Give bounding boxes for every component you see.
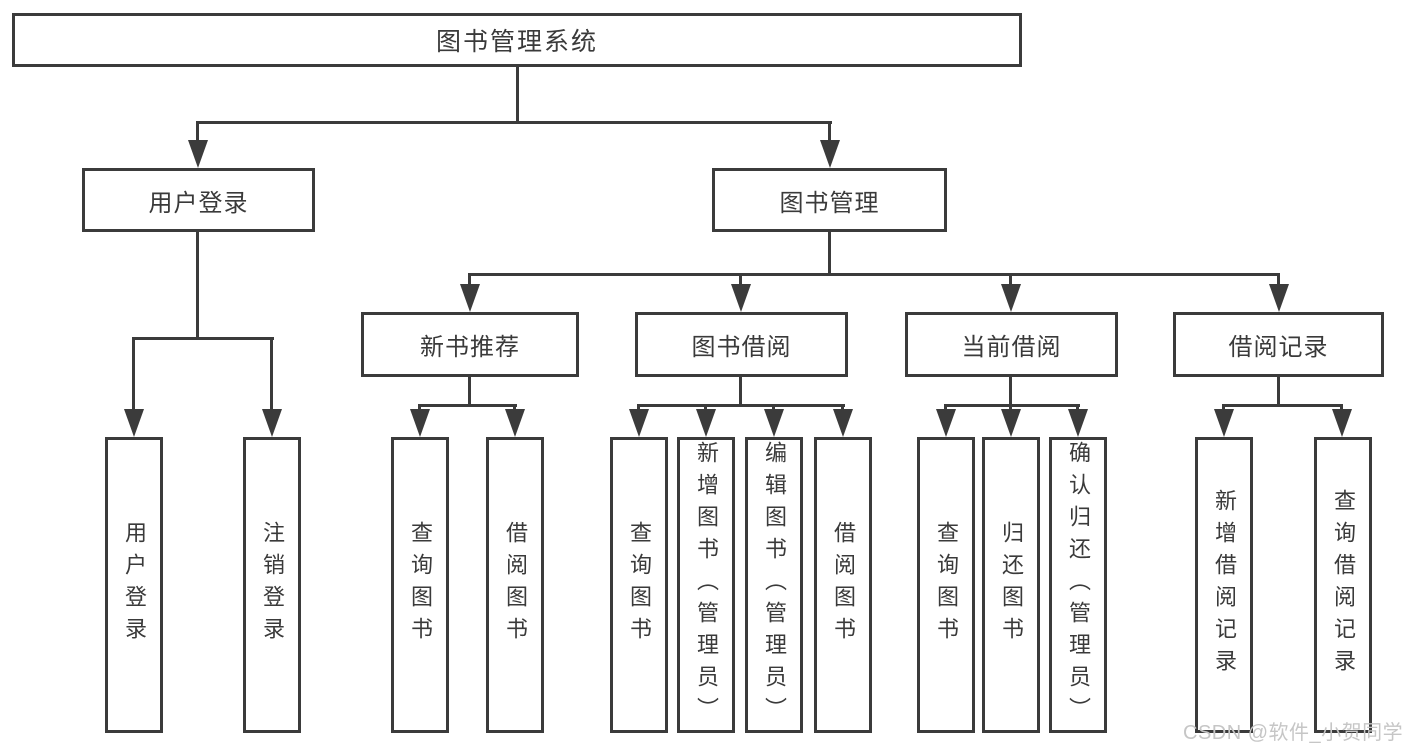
csdn-watermark: CSDN @软件_小贺同学 (1183, 722, 1404, 744)
arrow-down-icon (1332, 409, 1352, 437)
leaf-query-books-borrow: 查询图书 (610, 437, 668, 733)
connector (468, 273, 1280, 276)
leaf-borrow-books: 借阅图书 (814, 437, 872, 733)
arrow-down-icon (460, 284, 480, 312)
connector (132, 337, 274, 340)
leaf-logout: 注销登录 (243, 437, 301, 733)
connector (418, 404, 517, 407)
connector (468, 377, 471, 406)
arrow-down-icon (188, 140, 208, 168)
connector (1277, 377, 1280, 406)
leaf-borrow-books-recommend: 借阅图书 (486, 437, 544, 733)
leaf-query-books-recommend: 查询图书 (391, 437, 449, 733)
node-new-book-recommend: 新书推荐 (361, 312, 579, 377)
arrow-down-icon (820, 140, 840, 168)
connector (944, 404, 1080, 407)
connector (196, 121, 199, 151)
arrow-down-icon (505, 409, 525, 437)
connector (1277, 273, 1280, 287)
arrow-down-icon (731, 284, 751, 312)
arrow-down-icon (262, 409, 282, 437)
arrow-down-icon (1001, 409, 1021, 437)
node-library-management-system: 图书管理系统 (12, 13, 1022, 67)
arrow-down-icon (764, 409, 784, 437)
arrow-down-icon (833, 409, 853, 437)
connector (132, 337, 135, 419)
node-user-login: 用户登录 (82, 168, 315, 232)
connector (828, 232, 831, 275)
connector (196, 232, 199, 338)
connector (828, 121, 831, 151)
arrow-down-icon (1068, 409, 1088, 437)
leaf-edit-books-admin: 编辑图书（管理员） (745, 437, 803, 733)
node-book-borrow: 图书借阅 (635, 312, 848, 377)
arrow-down-icon (1214, 409, 1234, 437)
connector (637, 404, 845, 407)
connector (1009, 273, 1012, 287)
connector (739, 273, 742, 287)
leaf-return-books: 归还图书 (982, 437, 1040, 733)
arrow-down-icon (124, 409, 144, 437)
leaf-add-borrow-record: 新增借阅记录 (1195, 437, 1253, 733)
connector (468, 273, 471, 287)
node-borrow-records: 借阅记录 (1173, 312, 1384, 377)
leaf-confirm-return-admin: 确认归还（管理员） (1049, 437, 1107, 733)
arrow-down-icon (410, 409, 430, 437)
connector (1009, 377, 1012, 406)
arrow-down-icon (696, 409, 716, 437)
leaf-query-books-current: 查询图书 (917, 437, 975, 733)
connector (739, 377, 742, 406)
arrow-down-icon (1001, 284, 1021, 312)
arrow-down-icon (936, 409, 956, 437)
leaf-query-borrow-record: 查询借阅记录 (1314, 437, 1372, 733)
connector (270, 337, 273, 419)
node-current-borrow: 当前借阅 (905, 312, 1118, 377)
arrow-down-icon (1269, 284, 1289, 312)
leaf-add-books-admin: 新增图书（管理员） (677, 437, 735, 733)
connector (516, 67, 519, 121)
arrow-down-icon (629, 409, 649, 437)
connector (196, 121, 832, 124)
node-book-management: 图书管理 (712, 168, 947, 232)
connector (1222, 404, 1343, 407)
leaf-user-login: 用户登录 (105, 437, 163, 733)
